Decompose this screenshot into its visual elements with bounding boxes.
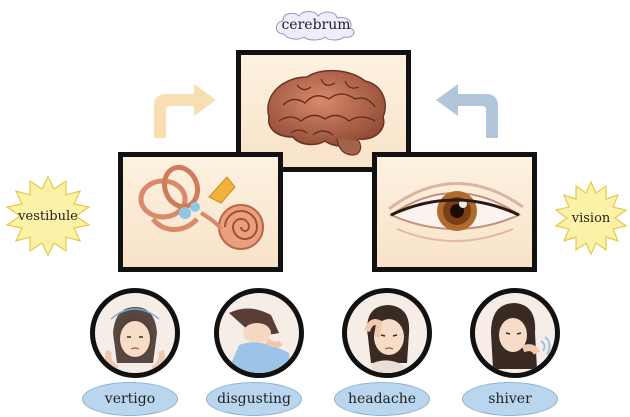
arrow-up-left-icon — [432, 78, 504, 140]
shivering-person-icon — [475, 293, 555, 373]
dizzy-person-icon — [95, 293, 175, 373]
headache-illustration — [342, 288, 432, 378]
symptom-pill-shiver: shiver — [462, 382, 558, 416]
symptom-pill-headache: headache — [334, 382, 430, 416]
cerebrum-cloud: cerebrum — [270, 8, 362, 42]
brain-icon — [241, 55, 406, 167]
vestibule-label: vestibule — [4, 175, 92, 257]
vertigo-illustration — [90, 288, 180, 378]
eye-panel — [372, 152, 537, 272]
symptom-pill-vertigo: vertigo — [82, 382, 178, 416]
vision-star: vision — [554, 180, 628, 256]
cerebrum-label: cerebrum — [270, 8, 362, 42]
shiver-illustration — [470, 288, 560, 378]
vestibule-star: vestibule — [4, 175, 92, 257]
nauseous-person-icon — [219, 293, 299, 373]
symptom-pill-disgusting: disgusting — [206, 382, 302, 416]
inner-ear-icon — [123, 157, 278, 267]
inner-ear-panel — [118, 152, 283, 272]
disgusting-illustration — [214, 288, 304, 378]
headache-person-icon — [347, 293, 427, 373]
vision-label: vision — [554, 180, 628, 256]
arrow-up-right-icon — [148, 78, 220, 140]
eye-icon — [377, 157, 532, 267]
